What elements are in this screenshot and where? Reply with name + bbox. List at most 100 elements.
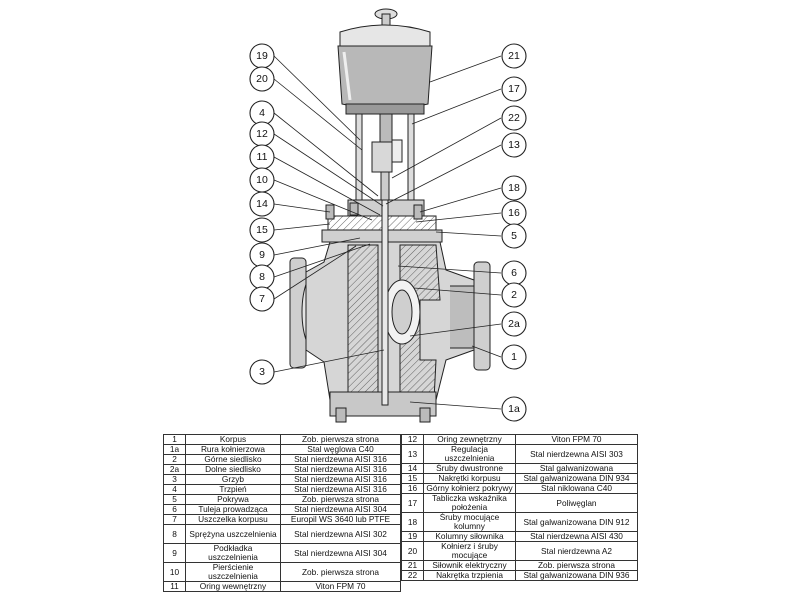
part-material: Stal nierdzewna A2	[515, 541, 638, 561]
callout-19: 19	[249, 43, 275, 69]
callout-2: 2	[501, 282, 527, 308]
part-material: Stal niklowana C40	[515, 483, 638, 494]
callout-18: 18	[501, 175, 527, 201]
part-number: 3	[163, 474, 186, 485]
part-name: Oring zewnętrzny	[423, 434, 516, 445]
part-number: 4	[163, 484, 186, 495]
actuator-columns	[355, 113, 415, 205]
svg-text:12: 12	[256, 128, 268, 140]
callout-13: 13	[501, 132, 527, 158]
svg-text:1: 1	[511, 351, 517, 363]
part-number: 22	[401, 570, 424, 581]
part-material: Zob. pierwsza strona	[280, 434, 401, 445]
leader-lines	[273, 55, 502, 410]
callout-11: 11	[249, 144, 275, 170]
callout-1a: 1a	[501, 396, 527, 422]
part-name: Uszczelka korpusu	[185, 514, 281, 525]
part-number: 20	[401, 541, 424, 561]
svg-text:6: 6	[511, 267, 517, 279]
svg-text:2a: 2a	[508, 318, 520, 330]
part-name: Nakrętka trzpienia	[423, 570, 516, 581]
part-name: Podkładka uszczelnienia	[185, 543, 281, 563]
part-number: 10	[163, 562, 186, 582]
svg-text:2: 2	[511, 289, 517, 301]
electric-actuator	[337, 8, 433, 115]
callout-3: 3	[249, 359, 275, 385]
part-name: Grzyb	[185, 474, 281, 485]
part-name: Pierścienie uszczelnienia	[185, 562, 281, 582]
part-name: Kolumny siłownika	[423, 531, 516, 542]
valve-body	[289, 241, 491, 423]
part-material: Stal nierdzewna AISI 316	[280, 464, 401, 475]
part-material: Viton FPM 70	[515, 434, 638, 445]
part-material: Viton FPM 70	[280, 581, 401, 592]
svg-text:11: 11	[257, 151, 268, 163]
svg-text:22: 22	[508, 112, 520, 124]
part-name: Pokrywa	[185, 494, 281, 505]
part-number: 14	[401, 463, 424, 474]
part-material: Stal galwanizowana DIN 912	[515, 512, 638, 532]
part-material: Zob. pierwsza strona	[515, 560, 638, 571]
part-number: 5	[163, 494, 186, 505]
part-material: Zob. pierwsza strona	[280, 494, 401, 505]
part-material: Europil WS 3640 lub PTFE	[280, 514, 401, 525]
part-material: Stal węglowa C40	[280, 444, 401, 455]
callout-9: 9	[249, 242, 275, 268]
svg-text:4: 4	[259, 107, 265, 119]
svg-text:5: 5	[511, 230, 517, 242]
svg-text:18: 18	[508, 182, 520, 194]
part-number: 1	[163, 434, 186, 445]
part-name: Oring wewnętrzny	[185, 581, 281, 592]
svg-text:1a: 1a	[508, 403, 520, 415]
part-material: Stal galwanizowana	[515, 463, 638, 474]
callout-14: 14	[249, 191, 275, 217]
part-number: 21	[401, 560, 424, 571]
part-number: 6	[163, 504, 186, 515]
part-material: Stal galwanizowana DIN 936	[515, 570, 638, 581]
callout-2a: 2a	[501, 311, 527, 337]
part-name: Siłownik elektryczny	[423, 560, 516, 571]
part-number: 12	[401, 434, 424, 445]
part-name: Nakrętki korpusu	[423, 473, 516, 484]
part-number: 13	[401, 444, 424, 464]
callout-1: 1	[501, 344, 527, 370]
part-number: 18	[401, 512, 424, 532]
part-material: Stal nierdzewna AISI 316	[280, 484, 401, 495]
part-name: Śruby mocujące kolumny	[423, 512, 516, 532]
part-name: Tuleja prowadząca	[185, 504, 281, 515]
part-name: Rura kołnierzowa	[185, 444, 281, 455]
part-name: Górny kołnierz pokrywy	[423, 483, 516, 494]
svg-text:19: 19	[256, 50, 268, 62]
part-material: Stal nierdzewna AISI 304	[280, 543, 401, 563]
part-name: Śruby dwustronne	[423, 463, 516, 474]
part-material: Poliwęglan	[515, 493, 638, 513]
part-material: Stal nierdzewna AISI 316	[280, 474, 401, 485]
part-number: 11	[163, 581, 186, 592]
svg-text:3: 3	[259, 366, 265, 378]
callout-16: 16	[501, 200, 527, 226]
part-name: Tabliczka wskaźnika położenia	[423, 493, 516, 513]
svg-text:17: 17	[508, 83, 520, 95]
part-number: 2	[163, 454, 186, 465]
svg-text:16: 16	[508, 207, 520, 219]
callout-8: 8	[249, 264, 275, 290]
svg-text:8: 8	[259, 271, 265, 283]
part-number: 16	[401, 483, 424, 494]
part-name: Regulacja uszczelnienia	[423, 444, 516, 464]
part-material: Stal nierdzewna AISI 304	[280, 504, 401, 515]
